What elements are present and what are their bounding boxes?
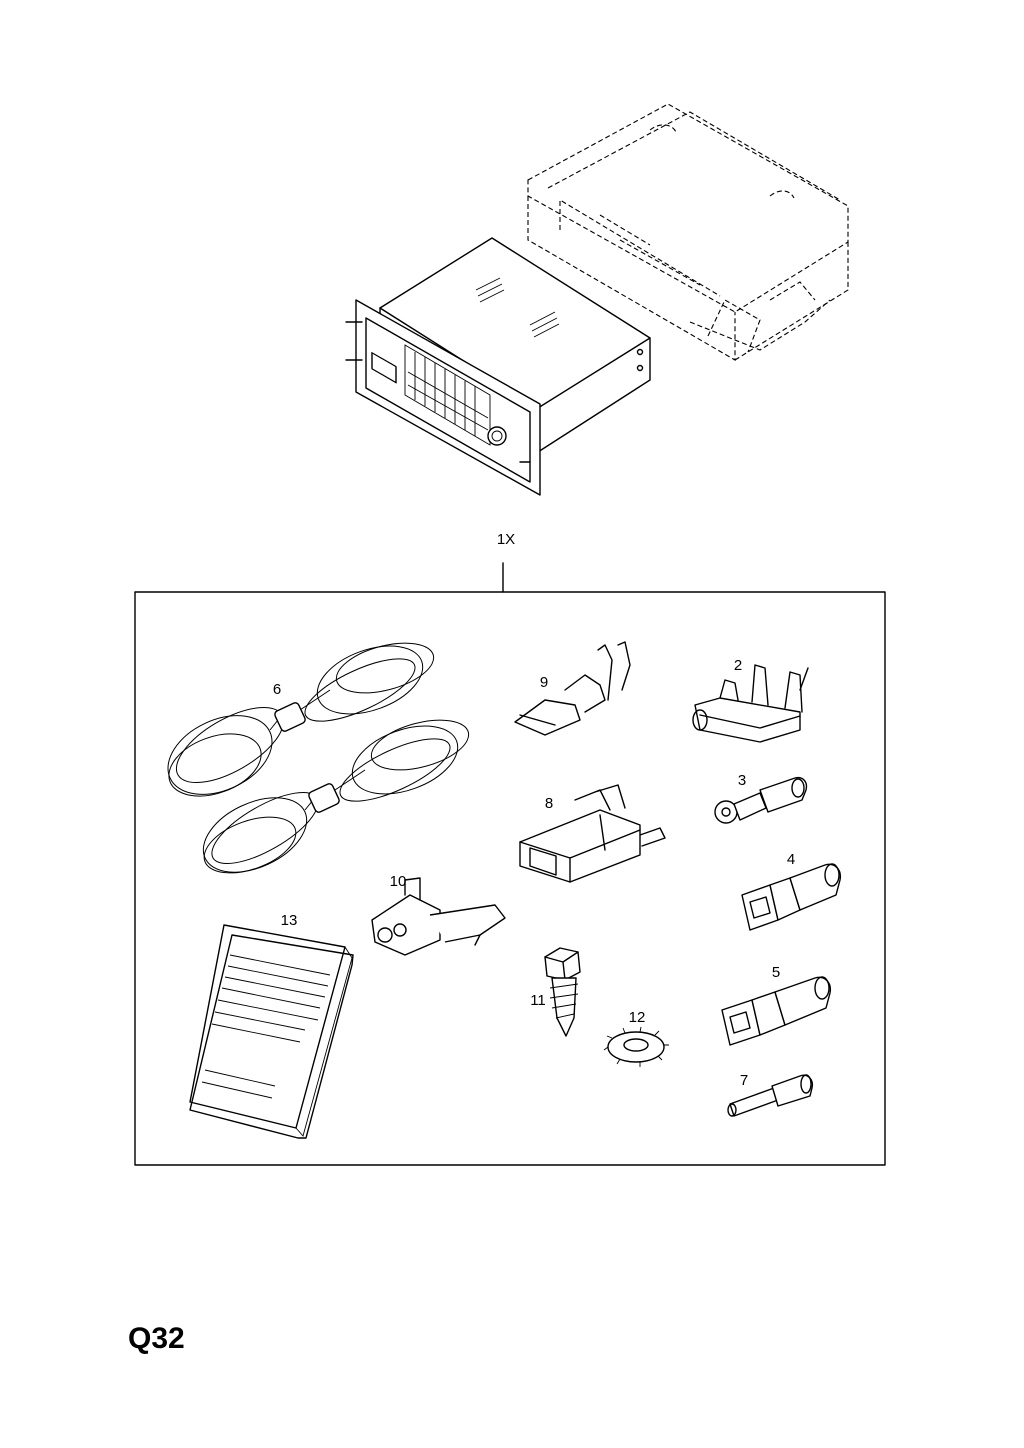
flat-connector-part-5 <box>721 976 832 1046</box>
flat-connector-part-4 <box>741 863 842 931</box>
pin-terminal-part-7 <box>727 1074 814 1117</box>
radio-mounting-cage <box>527 103 849 361</box>
lock-washer-part-12 <box>603 1026 669 1067</box>
callout-part-12: 12 <box>629 1009 646 1026</box>
callout-part-6: 6 <box>273 681 281 698</box>
instruction-manual-part-13 <box>189 924 354 1139</box>
callout-part-7: 7 <box>740 1072 748 1089</box>
ring-terminal-part-3 <box>714 776 808 824</box>
wire-harness-part-6 <box>167 642 470 874</box>
callout-part-5: 5 <box>772 964 780 981</box>
tapping-screw-part-11 <box>544 947 581 1037</box>
connector-housing-part-8 <box>519 784 666 883</box>
terminal-part-9 <box>514 641 631 736</box>
callout-part-8: 8 <box>545 795 553 812</box>
page-code: Q32 <box>128 1322 185 1355</box>
radio-equalizer-unit <box>345 237 651 496</box>
callout-part-2: 2 <box>734 657 742 674</box>
callout-part-13: 13 <box>281 912 298 929</box>
callout-part-3: 3 <box>738 772 746 789</box>
kit-contents-frame <box>134 591 886 1166</box>
callout-part-11: 11 <box>530 992 546 1009</box>
callout-part-10: 10 <box>390 873 407 890</box>
kit-label: 1X <box>497 531 515 548</box>
callout-part-9: 9 <box>540 674 548 691</box>
callout-part-4: 4 <box>787 851 795 868</box>
terminal-strip-part-2 <box>692 664 809 743</box>
holder-clip-part-10 <box>371 877 506 956</box>
